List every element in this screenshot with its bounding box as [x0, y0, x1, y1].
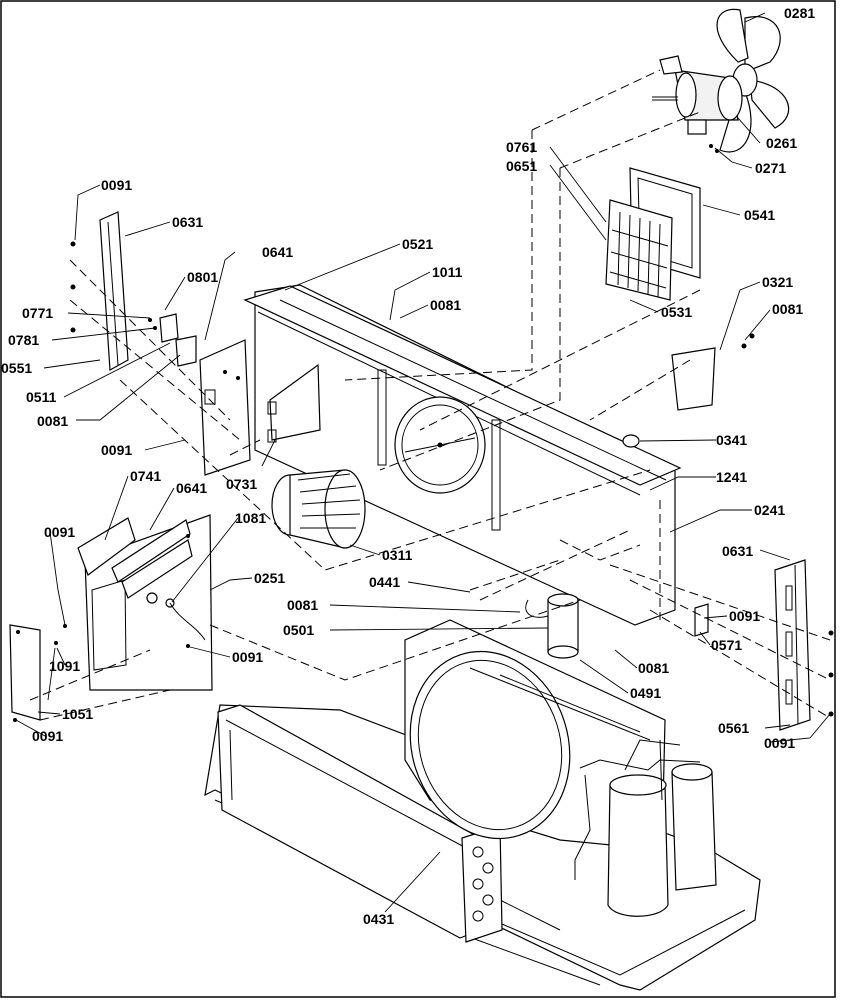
coil-tube-sheet [461, 825, 503, 943]
label-0311: 0311 [382, 547, 413, 563]
control-board [267, 363, 321, 443]
label-0091-right: 0091 [729, 608, 760, 624]
label-0081-right: 0081 [772, 301, 803, 317]
label-0251: 0251 [254, 570, 285, 586]
label-0571: 0571 [711, 637, 742, 653]
label-0641-lower: 0641 [176, 480, 207, 496]
label-0801: 0801 [187, 269, 218, 285]
blower-wheel [271, 469, 366, 549]
label-0631-right: 0631 [722, 543, 753, 559]
label-0261: 0261 [766, 135, 797, 151]
label-0431: 0431 [363, 911, 394, 927]
cover-plate [671, 333, 755, 411]
label-0541: 0541 [744, 207, 775, 223]
label-0091-bottomleft: 0091 [32, 728, 63, 744]
label-0341: 0341 [716, 432, 747, 448]
control-panel [199, 339, 251, 476]
label-0641-top: 0641 [262, 244, 293, 260]
label-0091-top: 0091 [101, 177, 132, 193]
label-0651: 0651 [506, 158, 537, 174]
label-0761: 0761 [506, 139, 537, 155]
label-0081-lower: 0081 [638, 660, 669, 676]
label-0081-left: 0081 [37, 413, 68, 429]
label-0561: 0561 [718, 720, 749, 736]
label-0501: 0501 [283, 622, 314, 638]
label-0321: 0321 [762, 274, 793, 290]
left-side-rail [70, 211, 129, 371]
fan-blade [744, 16, 781, 73]
label-0091-bottomright: 0091 [764, 735, 795, 751]
compressor [574, 739, 717, 917]
label-1051: 1051 [62, 706, 93, 722]
label-0281: 0281 [784, 5, 815, 21]
label-0081-mid: 0081 [287, 597, 318, 613]
label-0091-mid: 0091 [101, 442, 132, 458]
grommet [622, 434, 640, 448]
fan-motor-assembly [652, 8, 790, 153]
control-box-flap [77, 517, 136, 576]
leader-lines [15, 12, 831, 913]
label-1081: 1081 [235, 510, 266, 526]
part-labels: 0281 0261 0271 0761 0651 0541 0531 0091 … [1, 5, 815, 927]
label-0241: 0241 [754, 502, 785, 518]
control-box [77, 514, 213, 691]
label-0781: 0781 [8, 332, 39, 348]
label-0091-center: 0091 [232, 649, 263, 665]
label-0551: 0551 [1, 360, 32, 376]
label-1091: 1091 [49, 658, 80, 674]
assembly-lines [29, 69, 831, 721]
label-0631-left: 0631 [172, 214, 203, 230]
label-0511: 0511 [26, 389, 57, 405]
condenser-shroud [404, 619, 666, 851]
label-0091-lowerleft: 0091 [44, 524, 75, 540]
control-bracket-parts [148, 313, 197, 367]
label-0441: 0441 [369, 574, 400, 590]
label-1241: 1241 [716, 469, 747, 485]
label-0531: 0531 [661, 304, 692, 320]
label-0271: 0271 [755, 160, 786, 176]
label-0741: 0741 [130, 468, 161, 484]
label-0521: 0521 [402, 236, 433, 252]
orifice-shroud [605, 167, 701, 301]
label-1011: 1011 [432, 264, 463, 280]
label-0731: 0731 [226, 476, 257, 492]
label-0491: 0491 [630, 685, 661, 701]
label-0081-top: 0081 [430, 297, 461, 313]
label-0771: 0771 [22, 305, 53, 321]
bulkhead-panel [243, 284, 682, 626]
